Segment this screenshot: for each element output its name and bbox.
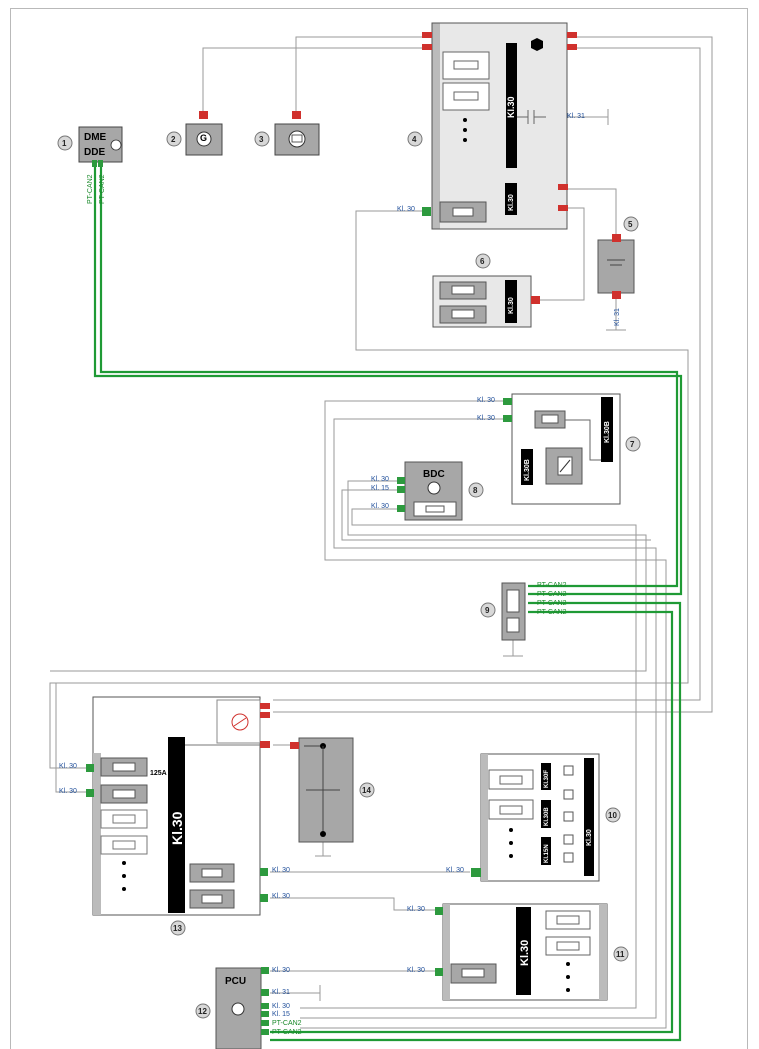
fuse-box-6[interactable]: Kl.30 (432, 275, 540, 328)
callouts: 1 2 3 4 5 6 7 8 9 10 11 12 13 14 (57, 131, 641, 1019)
svg-text:9: 9 (485, 606, 490, 615)
kl30-in-a-13: Kl. 30 (59, 763, 77, 770)
kl30-in-a-11: Kl. 30 (407, 906, 425, 913)
kl30-out-a-13: Kl. 30 (272, 867, 290, 874)
svg-text:11: 11 (616, 950, 625, 959)
kl30-bar-6: Kl.30 (508, 297, 515, 314)
bdc-module[interactable]: BDC Kl. 30 Kl. 15 Kl. 30 (371, 461, 463, 521)
can-label-1b: PT-CAN2 (99, 174, 106, 204)
kl15-in-8: Kl. 15 (371, 485, 389, 492)
kl30-bar-11: Kl.30 (519, 940, 531, 966)
kl30-in-label-4: Kl. 30 (397, 206, 415, 213)
kl31-label-4: Kl. 31 (567, 113, 585, 120)
callout-5: 5 (623, 216, 639, 232)
callout-2: 2 (166, 131, 182, 147)
kl15n-bar-10: Kl.15N (544, 844, 550, 863)
can-label-12a: PT-CAN2 (272, 1020, 302, 1027)
pcu-title: PCU (225, 976, 246, 987)
kl30-bar-4: Kl.30 (506, 96, 516, 118)
kl30-in-a-8: Kl. 30 (371, 476, 389, 483)
callout-12: 12 (195, 1003, 211, 1019)
main-distribution-13[interactable]: Kl.30 125A Kl. 30 Kl. 30 Kl. 30 Kl. 30 (59, 696, 290, 916)
dme-dde-module[interactable]: DME DDE PT-CAN2 PT-CAN2 (78, 126, 123, 204)
kl30-bar-13: Kl.30 (169, 811, 185, 845)
svg-text:3: 3 (259, 135, 264, 144)
callout-11: 11 (613, 946, 629, 962)
kl30-in-b-7: Kl. 30 (477, 415, 495, 422)
callout-10: 10 (605, 807, 621, 823)
kl30-in-c-8: Kl. 30 (371, 503, 389, 510)
svg-text:5: 5 (628, 220, 633, 229)
svg-text:12: 12 (198, 1007, 207, 1016)
kl30b-inner-bar-7: Kl.30B (524, 459, 531, 481)
callout-7: 7 (625, 436, 641, 452)
svg-text:10: 10 (608, 811, 617, 820)
svg-text:1: 1 (62, 139, 67, 148)
kl31-label-5: Kl. 31 (614, 308, 621, 326)
svg-text:8: 8 (473, 486, 478, 495)
pcu-module[interactable]: PCU Kl. 30 Kl. 31 Kl. 30 Kl. 15 PT-CAN2 … (215, 967, 302, 1049)
svg-text:14: 14 (362, 786, 371, 795)
can-label-1a: PT-CAN2 (87, 174, 94, 204)
generator[interactable]: G (185, 111, 223, 156)
fuse-box-11[interactable]: Kl.30 Kl. 30 Kl. 30 (407, 903, 608, 1001)
pt-can2-bus (93, 166, 683, 1042)
kl15-out-12: Kl. 15 (272, 1011, 290, 1018)
bdc-title: BDC (423, 469, 445, 480)
callout-13: 13 (170, 920, 186, 936)
kl30b-bar-10: Kl.30B (544, 807, 550, 826)
svg-text:4: 4 (412, 135, 417, 144)
fuse-rating-125a: 125A (150, 770, 167, 777)
can-label-9a: PT-CAN2 (537, 582, 567, 589)
battery-14[interactable] (290, 737, 354, 843)
kl30-in-a-7: Kl. 30 (477, 397, 495, 404)
power-wires (49, 36, 713, 1029)
starter-motor[interactable] (274, 111, 320, 156)
can-terminator-9[interactable]: PT-CAN2 PT-CAN2 PT-CAN2 PT-CAN2 (501, 582, 567, 641)
kl31-out-12: Kl. 31 (272, 989, 290, 996)
kl30-out-b-13: Kl. 30 (272, 893, 290, 900)
transistor-icon (110, 139, 122, 151)
callout-9: 9 (480, 602, 496, 618)
relay-box-7[interactable]: Kl.30B Kl.30B Kl. 30 Kl. 30 (477, 393, 621, 505)
power-distribution-box[interactable]: Kl.30 Kl. 31 Kl.30 Kl. 30 (397, 22, 585, 230)
svg-text:2: 2 (171, 135, 176, 144)
generator-symbol: G (200, 133, 207, 143)
diagram-frame (10, 8, 748, 1049)
kl30-small-bar-4: Kl.30 (508, 194, 515, 211)
svg-text:7: 7 (630, 440, 635, 449)
callout-14: 14 (359, 782, 375, 798)
can-label-9d: PT-CAN2 (537, 609, 567, 616)
fuse-box-10[interactable]: Kl.30F Kl.30B Kl.15N Kl.30 Kl. 30 (446, 753, 600, 882)
callout-8: 8 (468, 482, 484, 498)
can-label-9c: PT-CAN2 (537, 600, 567, 607)
callout-3: 3 (254, 131, 270, 147)
kl30-in-b-11: Kl. 30 (407, 967, 425, 974)
can-label-12b: PT-CAN2 (272, 1029, 302, 1036)
battery-fuse-5[interactable]: Kl. 31 (597, 234, 635, 326)
kl30b-bar-7: Kl.30B (604, 421, 611, 443)
kl30-out-a-12: Kl. 30 (272, 967, 290, 974)
callout-4: 4 (407, 131, 423, 147)
svg-text:13: 13 (173, 924, 182, 933)
svg-text:6: 6 (480, 257, 485, 266)
callout-1: 1 (57, 135, 73, 151)
dme-label: DME (84, 132, 107, 143)
dde-label: DDE (84, 147, 105, 158)
kl30-in-b-13: Kl. 30 (59, 788, 77, 795)
kl30-out-c-12: Kl. 30 (272, 1003, 290, 1010)
kl30f-bar-10: Kl.30F (544, 770, 550, 788)
kl30-bar-10: Kl.30 (586, 829, 593, 846)
callout-6: 6 (475, 253, 491, 269)
can-label-9b: PT-CAN2 (537, 591, 567, 598)
kl30-in-10: Kl. 30 (446, 867, 464, 874)
